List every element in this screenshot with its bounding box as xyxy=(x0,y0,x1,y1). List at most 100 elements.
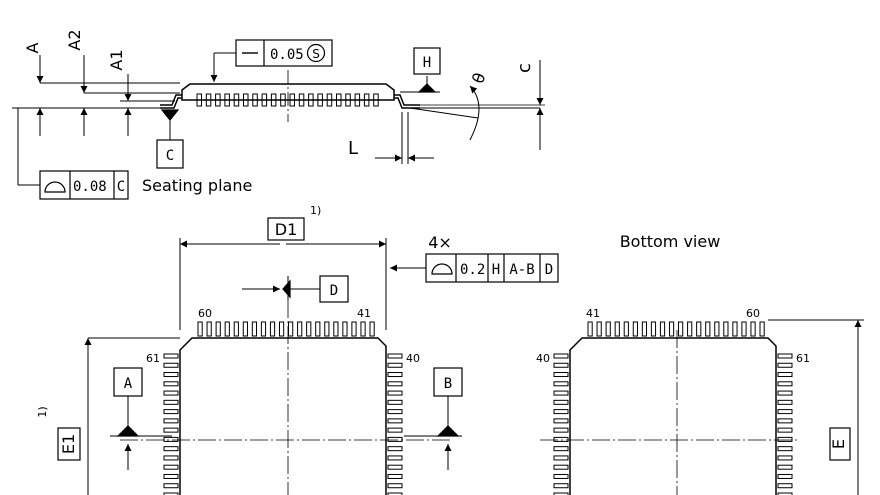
dim-a1-label: A1 xyxy=(107,49,126,70)
pin xyxy=(605,321,611,337)
pin xyxy=(387,362,403,368)
pin xyxy=(387,372,403,378)
pin xyxy=(553,353,569,359)
side-lead xyxy=(280,93,286,107)
pin-label-61: 61 xyxy=(146,352,160,365)
pin xyxy=(387,492,403,495)
bottom-view xyxy=(540,319,864,495)
bottom-view-pins-left xyxy=(553,353,569,495)
pin-label-40-bottom: 40 xyxy=(536,352,550,365)
pin xyxy=(777,372,793,378)
lead-right xyxy=(394,94,420,106)
pin xyxy=(163,353,179,359)
note-ref-d1: 1) xyxy=(310,204,321,217)
pin xyxy=(553,492,569,495)
pin xyxy=(163,492,179,495)
pin xyxy=(163,372,179,378)
package-body-side xyxy=(181,83,395,101)
pin xyxy=(163,436,179,442)
profile-datum-1: H xyxy=(492,262,500,278)
pin xyxy=(777,399,793,405)
side-lead xyxy=(252,93,258,107)
pin xyxy=(553,483,569,489)
pin xyxy=(242,321,248,337)
bottom-view-pins-top xyxy=(587,321,765,337)
pin xyxy=(163,464,179,470)
datum-d-label: D xyxy=(330,283,338,299)
pin xyxy=(553,399,569,405)
pin xyxy=(163,446,179,452)
pin xyxy=(553,473,569,479)
pin xyxy=(297,321,303,337)
datum-a-label: A xyxy=(124,376,133,392)
pin xyxy=(351,321,357,337)
side-lead xyxy=(270,93,277,107)
pin xyxy=(163,455,179,461)
dim-e1-label: E1 xyxy=(59,434,78,454)
pin xyxy=(777,455,793,461)
side-lead xyxy=(261,93,268,107)
bottom-view-pins-right xyxy=(777,353,793,495)
side-lead xyxy=(215,93,221,107)
pin xyxy=(777,353,793,359)
bottom-view-title: Bottom view xyxy=(620,232,721,251)
dim-a-label: A xyxy=(23,42,42,53)
dim-d1-label: D1 xyxy=(275,220,298,239)
pin xyxy=(705,321,711,337)
pin xyxy=(553,409,569,415)
seating-plane-label: Seating plane xyxy=(142,176,252,195)
pin xyxy=(687,321,693,337)
pin xyxy=(696,321,702,337)
side-lead xyxy=(345,93,351,107)
pin xyxy=(777,473,793,479)
pin xyxy=(777,409,793,415)
side-lead xyxy=(196,93,202,107)
side-lead-comb xyxy=(196,93,379,107)
pin xyxy=(163,362,179,368)
package-body-top xyxy=(179,337,387,495)
side-lead xyxy=(354,93,361,107)
pin xyxy=(215,321,221,337)
pin xyxy=(360,321,366,337)
pin xyxy=(224,321,230,337)
top-view xyxy=(57,217,559,495)
pin xyxy=(741,321,747,337)
pin xyxy=(387,381,403,387)
pin xyxy=(777,436,793,442)
profile-datum-2: A-B xyxy=(509,262,534,278)
coplanarity-mod: S xyxy=(312,47,320,61)
top-view-pins-top xyxy=(197,321,375,337)
pin xyxy=(387,455,403,461)
side-view xyxy=(12,39,545,200)
pin xyxy=(553,446,569,452)
pin xyxy=(163,399,179,405)
pin xyxy=(732,321,738,337)
side-lead xyxy=(336,93,342,107)
pin-label-60-bottom: 60 xyxy=(746,307,760,320)
pin xyxy=(777,483,793,489)
pin xyxy=(233,321,239,337)
pin xyxy=(659,321,666,337)
pin xyxy=(387,446,403,452)
pin xyxy=(197,321,203,337)
pin xyxy=(163,409,179,415)
package-body-bottom xyxy=(569,337,777,495)
seating-tol-value: 0.08 xyxy=(73,179,107,195)
pin xyxy=(777,390,793,396)
pin xyxy=(251,321,258,337)
pin xyxy=(163,483,179,489)
pin xyxy=(777,418,793,424)
pin xyxy=(269,321,276,337)
pin xyxy=(387,483,403,489)
side-lead xyxy=(205,93,212,107)
pin xyxy=(587,321,593,337)
pin xyxy=(288,321,294,337)
pin xyxy=(632,321,638,337)
pin xyxy=(596,321,602,337)
pin xyxy=(163,418,179,424)
pin xyxy=(553,464,569,470)
dim-e-label: E xyxy=(829,439,848,449)
pin-label-61-bottom: 61 xyxy=(796,352,810,365)
pin xyxy=(777,464,793,470)
pin xyxy=(387,427,403,433)
